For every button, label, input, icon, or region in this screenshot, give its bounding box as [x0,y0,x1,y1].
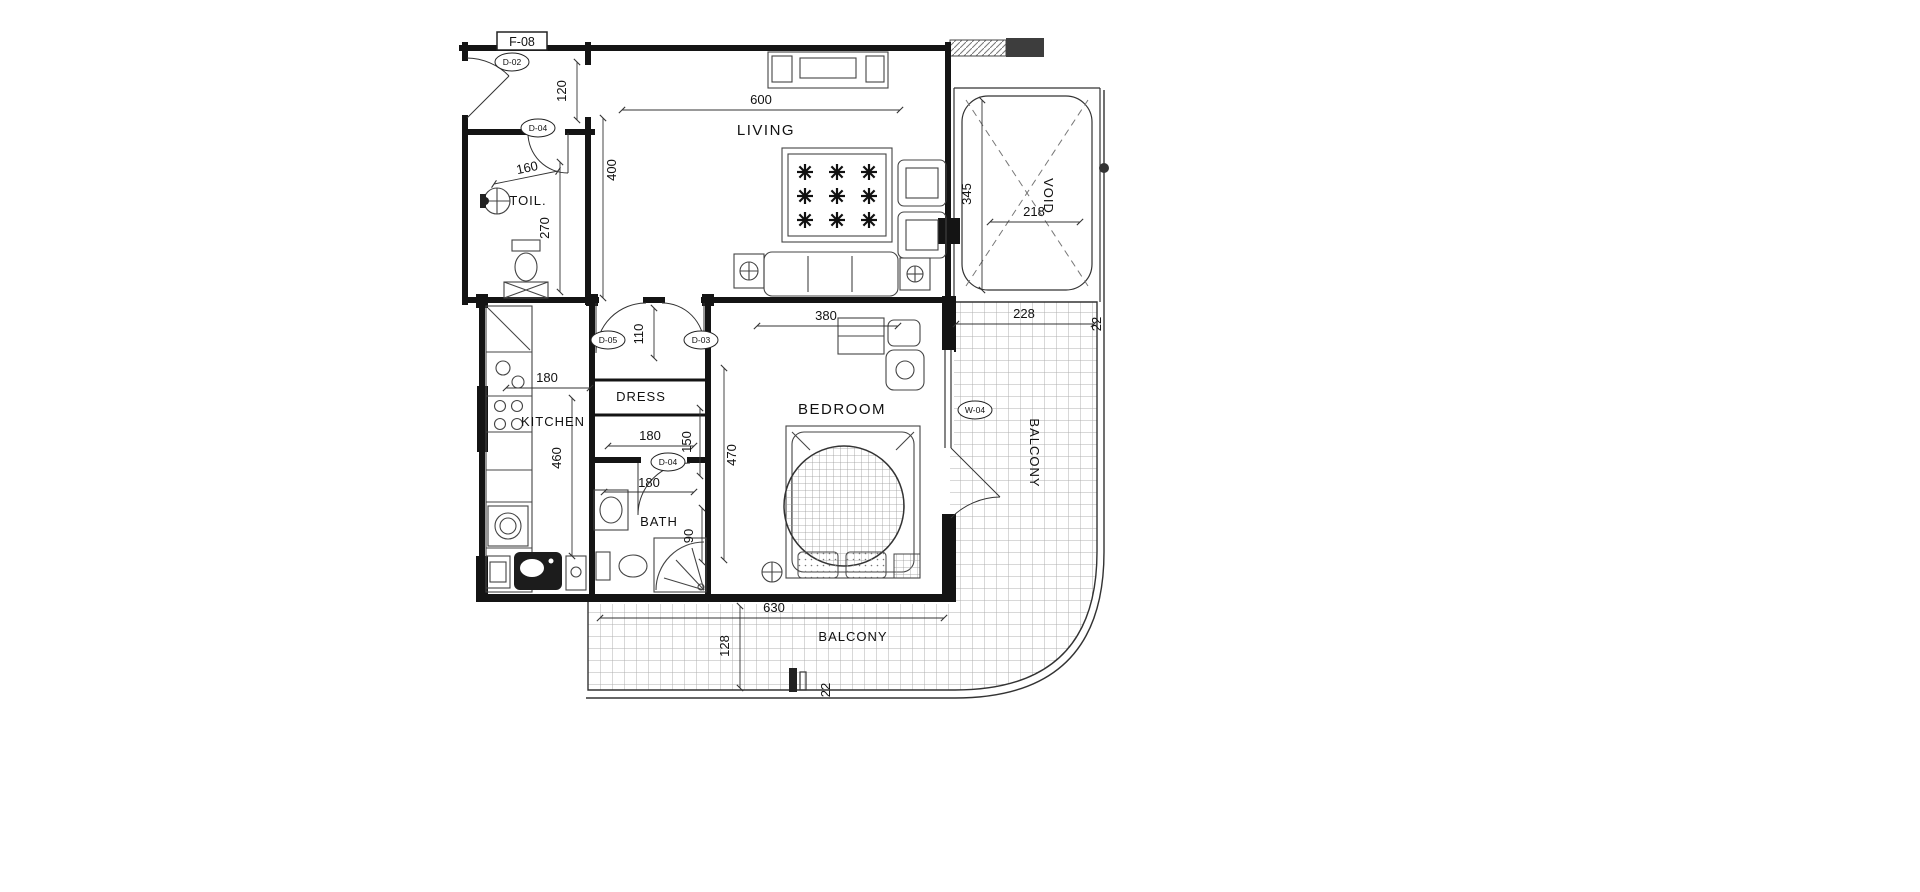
dim-bath-door: 180 [638,475,660,490]
room-label-bedroom: BEDROOM [798,401,886,418]
dim-void-depth: 345 [959,183,974,205]
room-label-void: VOID [1041,178,1056,214]
room-label-bath: BATH [640,514,678,529]
kitchen-sink-unit [485,552,587,591]
room-label-balcony-right: BALCONY [1027,418,1042,487]
side-table [733,253,765,289]
dim-toilet-depth: 270 [537,217,552,239]
bed [783,425,921,579]
unit-label-text: F-08 [509,35,535,49]
window-tag-w04-label: W-04 [965,405,985,415]
armchair [897,159,947,207]
dim-balcony-bottom-width: 630 [763,600,785,615]
door-tag-d05-label: D-05 [599,335,618,345]
dim-balcony-right-width: 228 [1013,306,1035,321]
door-tag-d02: D-02 [494,52,530,72]
column [938,218,960,244]
dim-bath-width: 90 [681,529,696,543]
room-label-toilet: TOIL. [509,193,546,208]
dim-kitchen-depth: 460 [549,447,564,469]
solid-wall-block [1006,38,1044,57]
dim-dress-width: 180 [639,428,661,443]
balcony-railings [586,87,1105,699]
door-tags: D-02 D-04 D-05 D-03 D-04 W-04 [494,52,993,472]
washing-machine [487,505,529,547]
room-label-living: LIVING [737,122,795,139]
room-label-dress: DRESS [616,389,666,404]
sofa [763,251,899,297]
dim-dress-depth: 150 [679,431,694,453]
balcony-step-detail [789,668,807,692]
void-shaft [949,38,1109,291]
door-tag-d04-bath-label: D-04 [659,457,678,467]
tv-unit [767,51,889,89]
dim-balcony-right-edge: 22 [1089,317,1104,331]
kitchen-counter [485,305,533,593]
living-rug [781,147,893,243]
bath-fixtures [593,489,707,593]
column-dot [1099,163,1109,173]
dim-bedroom-depth: 470 [724,444,739,466]
door-d02-swing [466,57,510,119]
door-tag-d05: D-05 [590,330,626,350]
side-table [899,257,931,291]
dim-hall-width: 110 [631,324,646,345]
dimension-labels: 600 120 400 160 270 345 218 380 228 22 1… [515,80,1104,697]
dim-void-width: 218 [1023,204,1045,219]
room-labels: LIVING TOIL. KITCHEN DRESS BATH BEDROOM … [509,122,1056,644]
door-tag-d02-label: D-02 [503,57,522,67]
dim-living-depth: 400 [604,159,619,181]
door-tag-d03: D-03 [683,330,719,350]
room-label-balcony-bottom: BALCONY [818,629,887,644]
dim-kitchen-width: 180 [536,370,558,385]
hatched-wall-block [949,39,1007,57]
door-balcony-swing [950,447,1001,519]
floor-symbol [761,553,921,583]
balcony-tile-hatch [588,302,1097,690]
dim-living-width: 600 [750,92,772,107]
window-tag-w04: W-04 [957,400,993,420]
room-label-kitchen: KITCHEN [521,414,585,429]
dim-entry-opening: 120 [554,80,569,102]
door-tag-d04-toilet-label: D-04 [529,123,548,133]
dimension-lines [491,58,1098,692]
desk-and-chair [837,317,925,391]
unit-label: F-08 [496,31,548,51]
dim-bedroom-width: 380 [815,308,837,323]
window-w04 [942,350,954,448]
door-tag-d04-toilet: D-04 [520,118,556,138]
dim-balcony-bottom-depth: 128 [717,635,732,657]
door-tag-d04-bath: D-04 [650,452,686,472]
door-tag-d03-label: D-03 [692,335,711,345]
dim-balcony-bottom-edge: 22 [818,683,833,697]
wall-piers [476,218,960,602]
dim-toilet-width: 160 [515,158,539,177]
